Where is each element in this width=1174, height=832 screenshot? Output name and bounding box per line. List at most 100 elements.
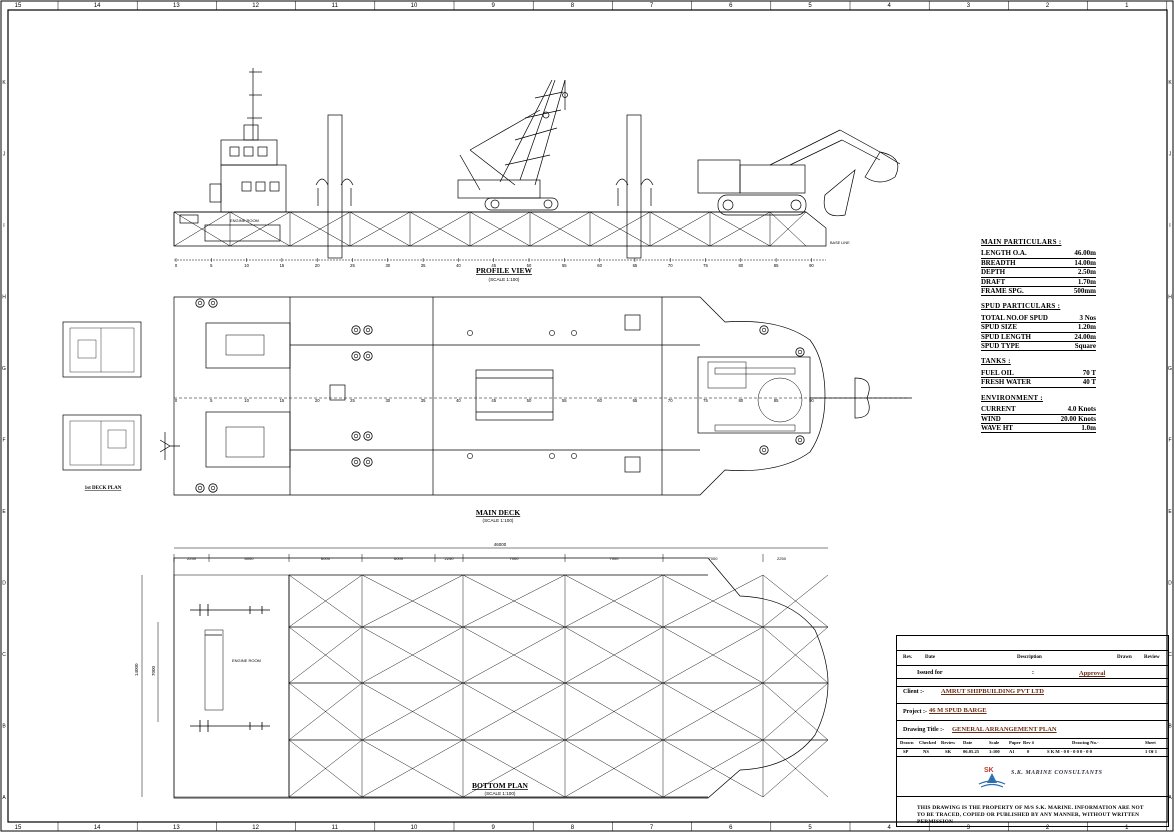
- firm-logo-letters: SK: [984, 767, 994, 774]
- deck-tick-label: 25: [350, 398, 355, 403]
- profile-tick-label: 20: [315, 263, 320, 268]
- particular-label: FRESH WATER: [981, 378, 1032, 387]
- grid-value: 1:100: [989, 749, 1000, 754]
- bottom-dimension: 6000: [321, 556, 331, 561]
- deck-tick-label: 40: [456, 398, 461, 403]
- bollard: [195, 483, 205, 493]
- border-number: 9: [492, 3, 496, 9]
- bottom-dimension: 2250: [777, 556, 787, 561]
- manhole: [467, 453, 473, 459]
- border-number: 4: [888, 3, 892, 9]
- particular-value: 1.0m: [1081, 423, 1096, 432]
- excavator-footprint: [697, 356, 811, 434]
- issued-for-colon: :: [1032, 670, 1034, 676]
- grid-header: Paper: [1009, 740, 1021, 745]
- overall-length-dim: 46000: [494, 542, 507, 547]
- particular-value: 70 T: [1082, 368, 1096, 377]
- border-number: 1: [1125, 3, 1129, 9]
- engine-room-machinery: [204, 224, 281, 242]
- bottom-dimension: 2250: [445, 556, 455, 561]
- bollard: [208, 483, 218, 493]
- particular-value: 2.50m: [1077, 268, 1096, 277]
- propulsion-units: [190, 604, 270, 732]
- border-letter: I: [1169, 223, 1170, 229]
- manhole: [571, 330, 577, 336]
- deck-tick-label: 85: [774, 398, 779, 403]
- bollard: [351, 325, 361, 335]
- main-deck-outline: [173, 296, 826, 496]
- border-letter: C: [1168, 652, 1172, 658]
- bottom-dimension: 6000: [394, 556, 404, 561]
- bottom-plan: [173, 557, 829, 799]
- bollard: [795, 435, 805, 445]
- border-number: 8: [571, 3, 575, 9]
- profile-tick-label: 75: [703, 263, 708, 268]
- bollard: [363, 431, 373, 441]
- grid-header: Scale: [989, 740, 1000, 745]
- profile-tick-label: 35: [421, 263, 426, 268]
- border-number: 10: [411, 3, 418, 9]
- border-letter: B: [1168, 724, 1172, 730]
- border-number: 11: [332, 825, 339, 831]
- bollard: [363, 457, 373, 467]
- grid-value: A1: [1009, 749, 1015, 754]
- project-label: Project :-: [903, 709, 928, 715]
- border-letter: F: [2, 438, 5, 444]
- deck-tick-label: 20: [315, 398, 320, 403]
- drawing-title-value: GENERAL ARRANGEMENT PLAN: [952, 726, 1057, 733]
- main-deck-title: MAIN DECK: [476, 508, 521, 517]
- border-number: 9: [492, 825, 496, 831]
- border-number: 5: [808, 825, 812, 831]
- bollard: [363, 325, 373, 335]
- border-letter: J: [1169, 152, 1172, 158]
- deck-tick-label: 30: [385, 398, 390, 403]
- bottom-plan-scale: (SCALE 1:100): [485, 791, 516, 796]
- border-number: 11: [332, 3, 339, 9]
- grid-header: Drawing No.-: [1072, 740, 1099, 745]
- excavator: [697, 129, 901, 217]
- border-number: 14: [94, 3, 101, 9]
- bollard: [208, 298, 218, 308]
- border-letter: E: [2, 509, 6, 515]
- particular-value: 40 T: [1082, 378, 1096, 387]
- bollard: [195, 298, 205, 308]
- border-number: 15: [15, 3, 22, 9]
- grid-value: 1 Of 1: [1145, 749, 1157, 754]
- first-deck-plan: [62, 321, 142, 471]
- deck-tick-label: 15: [280, 398, 285, 403]
- client-value: AMRUT SHIPBUILDING PVT LTD: [941, 688, 1045, 695]
- tanks-heading: TANKS :: [981, 357, 1011, 366]
- drawing-title-label: Drawing Title :-: [903, 727, 945, 733]
- profile-tick-label: 70: [668, 263, 673, 268]
- spud-well-port: [624, 314, 641, 331]
- particular-row: FRESH WATER 40 T: [981, 378, 1096, 388]
- border-letter: A: [1168, 795, 1172, 801]
- border-number: 7: [650, 825, 654, 831]
- border-letter: D: [2, 581, 6, 587]
- manhole: [571, 453, 577, 459]
- deck-tick-label: 65: [633, 398, 638, 403]
- bollard: [795, 347, 805, 357]
- wheelhouse: [220, 139, 278, 166]
- border-letter: K: [1168, 80, 1172, 86]
- deck-tick-label: 55: [562, 398, 567, 403]
- border-number: 4: [888, 825, 892, 831]
- profile-view-scale: (SCALE 1:100): [489, 277, 520, 282]
- bottom-engine-room-label: ENGINE ROOM: [232, 658, 261, 663]
- deck-tick-label: 5: [210, 398, 213, 403]
- deck-bollards: [195, 298, 805, 493]
- issued-for-value: Approval: [1079, 670, 1106, 677]
- revision-header: Description: [1017, 655, 1042, 660]
- revision-header: Rev.: [903, 655, 913, 660]
- border-number: 6: [729, 825, 733, 831]
